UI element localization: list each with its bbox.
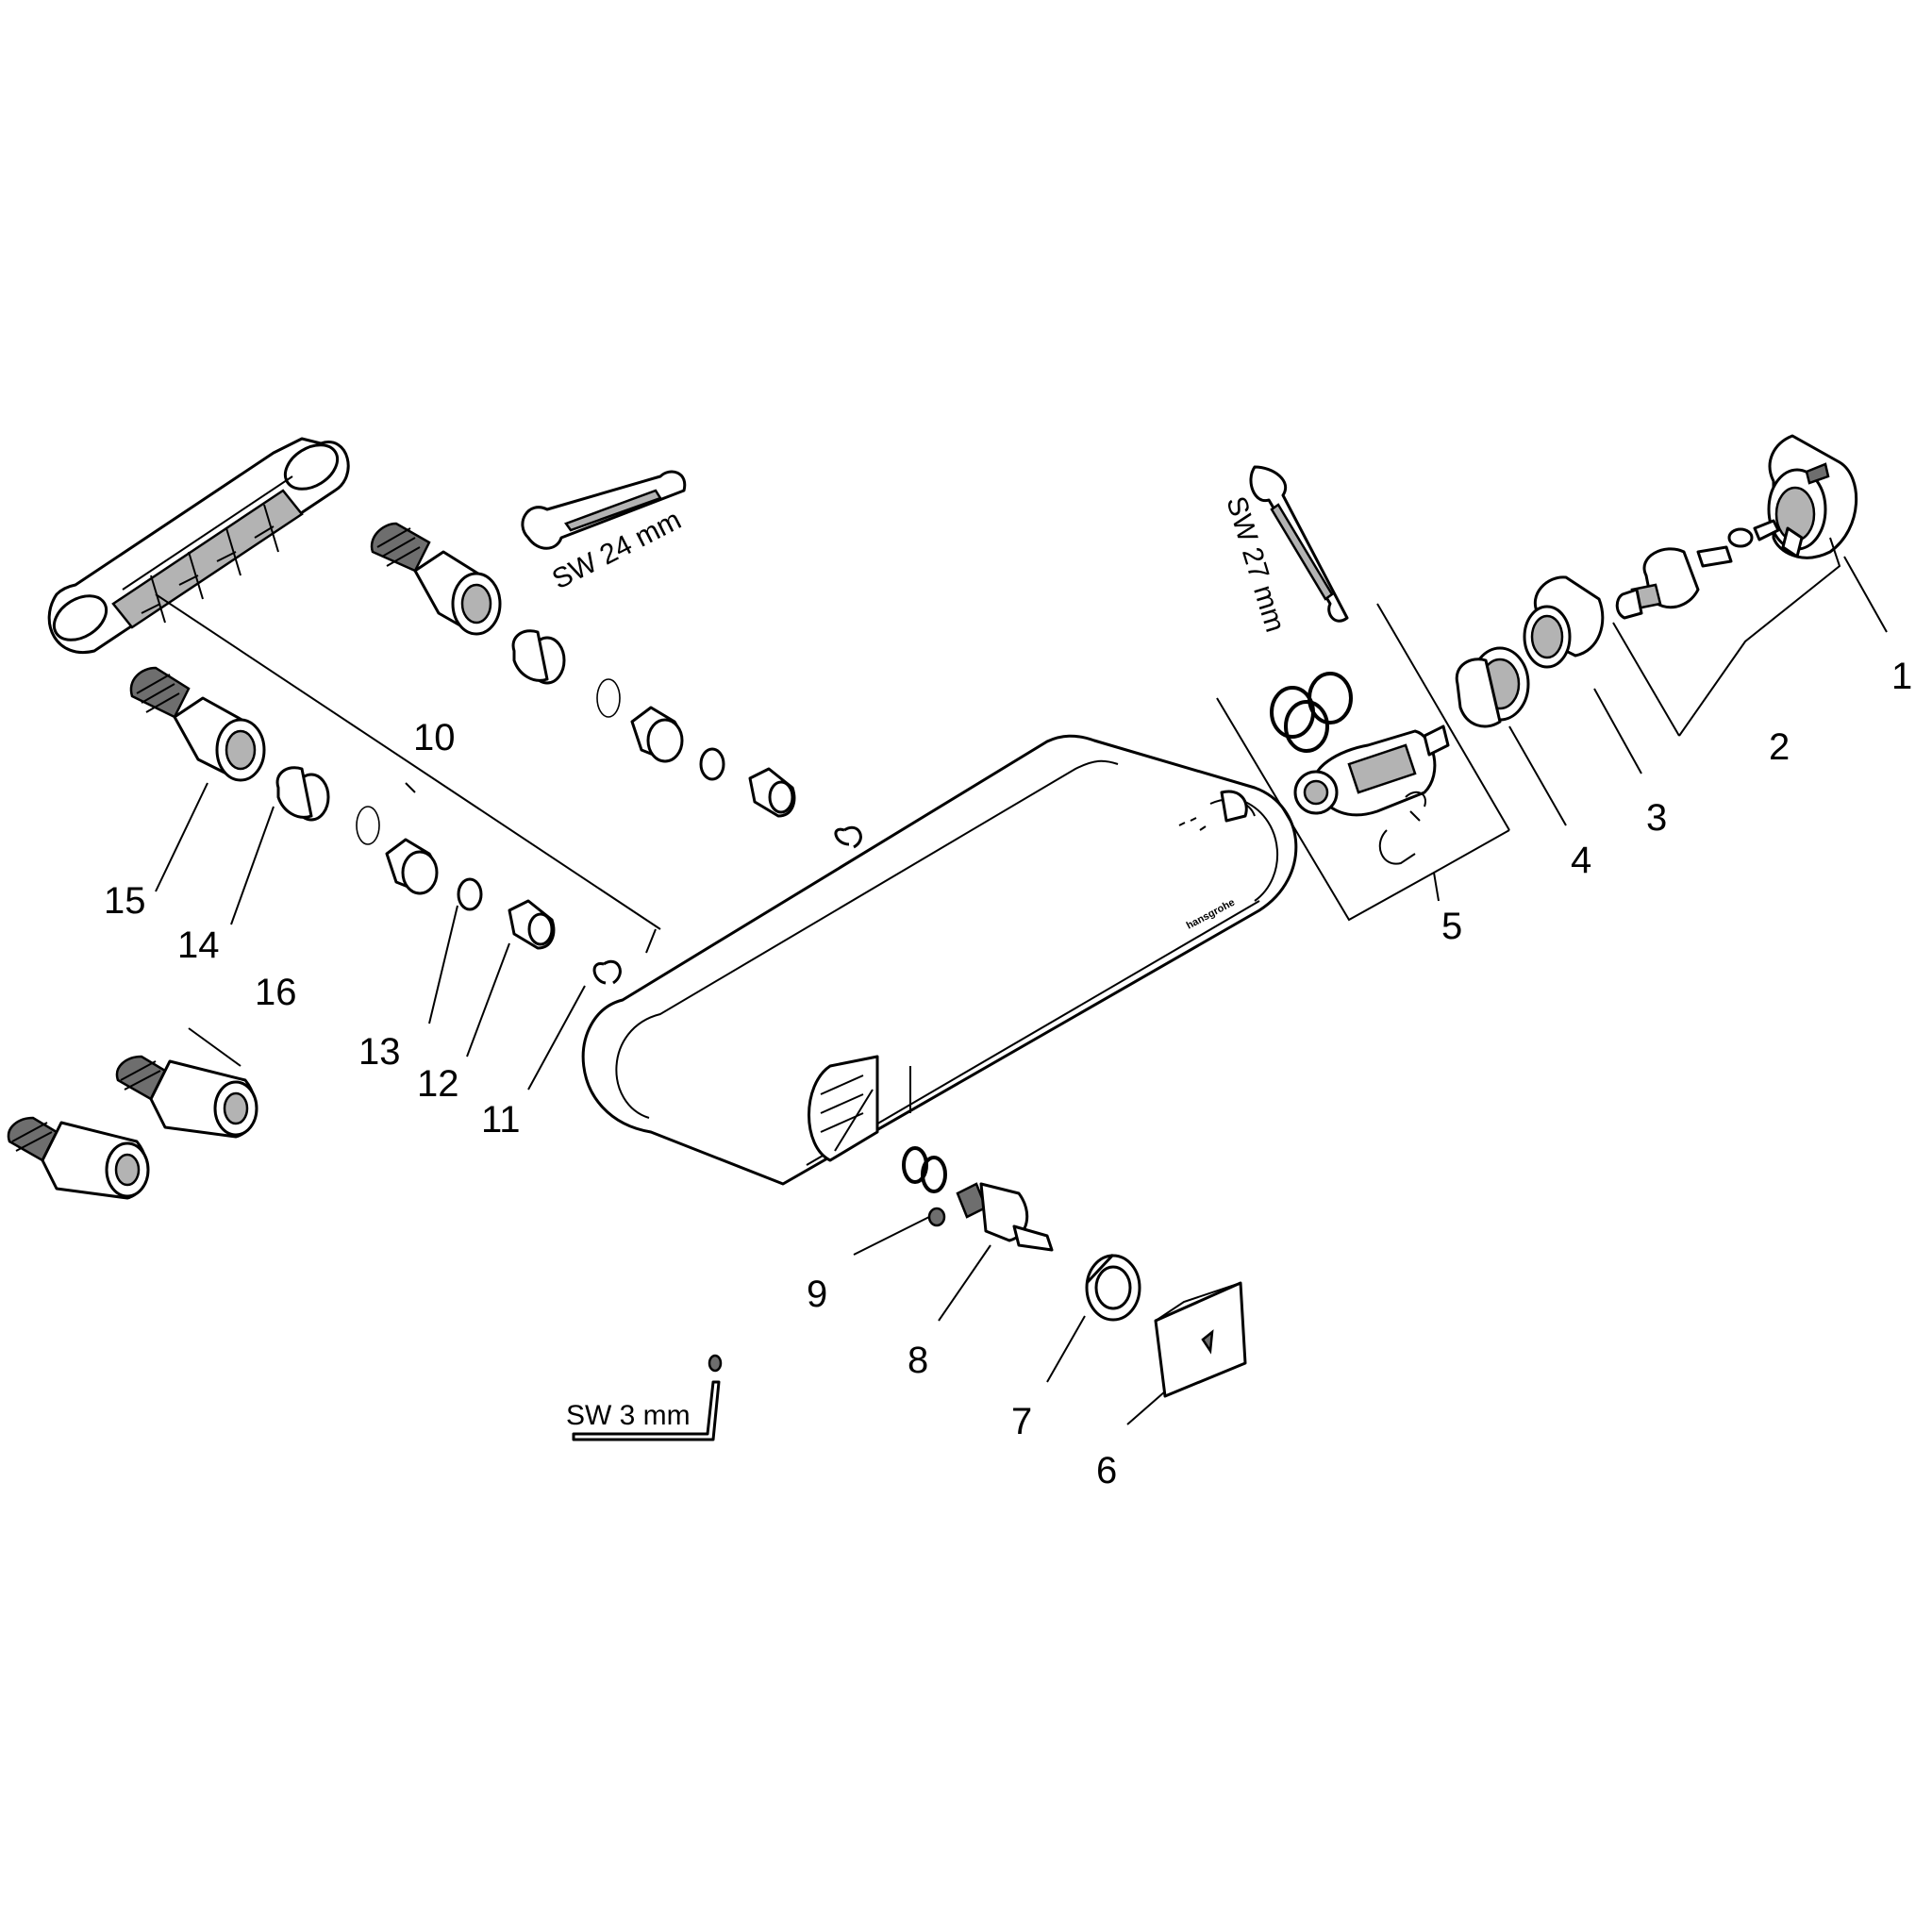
callout-6: 6 — [1096, 1450, 1117, 1491]
part-2-spindle-assembly — [1615, 519, 1780, 620]
part-1-handle — [1767, 434, 1858, 559]
part-4-ring — [1455, 646, 1530, 728]
part-15-connector — [129, 666, 266, 782]
callout-3: 3 — [1646, 797, 1667, 839]
part-3-nut — [1523, 575, 1605, 669]
wrench-24-icon: SW 24 mm — [521, 470, 686, 595]
callout-10: 10 — [413, 717, 456, 758]
callout-16: 16 — [255, 972, 297, 1013]
hex-key-icon: SW 3 mm — [566, 1354, 723, 1441]
callout-1: 1 — [1891, 656, 1912, 697]
part-12-filter — [508, 899, 556, 950]
callout-2: 2 — [1769, 726, 1790, 768]
part-13-adapter — [385, 838, 483, 911]
callout-7: 7 — [1011, 1401, 1032, 1442]
callouts: 1 2 3 4 5 6 7 8 9 10 11 12 13 14 15 16 — [104, 656, 1912, 1491]
callout-5: 5 — [1441, 906, 1462, 947]
callout-15: 15 — [104, 880, 146, 922]
part-11-clip — [592, 960, 622, 985]
oring-small — [356, 806, 380, 845]
leader-lines — [155, 537, 1888, 1425]
callout-11: 11 — [481, 1099, 521, 1141]
lower-cartridge-group — [902, 1146, 1054, 1252]
part-5-cartridge-kit — [1270, 672, 1450, 865]
part-7-cap — [1085, 1253, 1141, 1322]
wrench-27-icon: SW 27 mm — [1220, 465, 1349, 636]
mounting-plate — [47, 437, 350, 654]
hex-key-label: SW 3 mm — [566, 1400, 691, 1431]
thermostat-body: hansgrohe — [581, 734, 1298, 1186]
callout-12: 12 — [417, 1063, 459, 1105]
callout-13: 13 — [358, 1031, 401, 1073]
callout-14: 14 — [177, 924, 220, 966]
callout-4: 4 — [1571, 840, 1591, 881]
part-16-unions — [7, 1055, 258, 1200]
upper-connector-assembly — [370, 522, 862, 849]
callout-9: 9 — [807, 1274, 827, 1315]
part-6-handle — [1154, 1281, 1247, 1398]
part-14-ring — [275, 766, 330, 822]
callout-8: 8 — [908, 1340, 928, 1381]
